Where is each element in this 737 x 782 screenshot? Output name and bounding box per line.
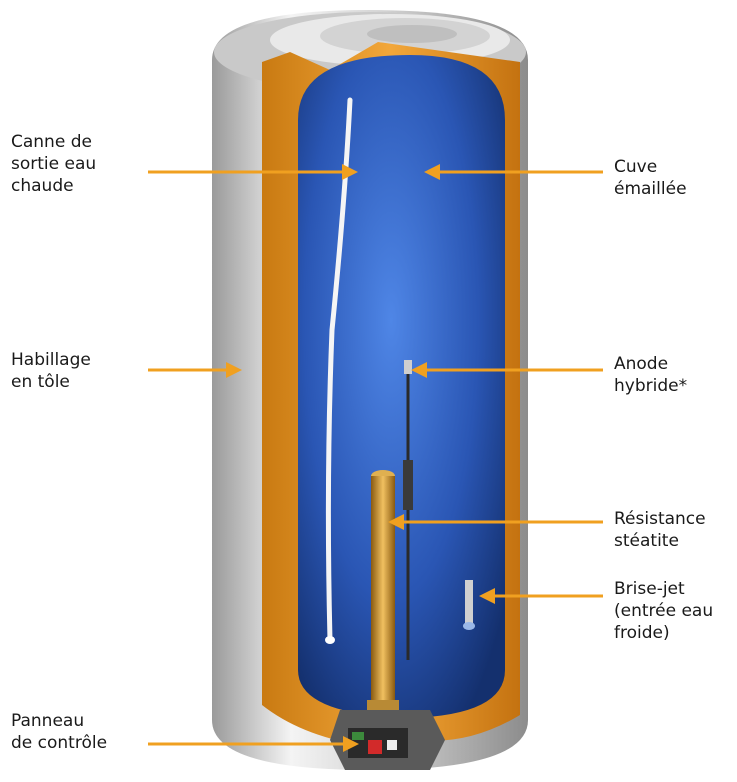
label-brise-line2: (entrée eau: [614, 601, 714, 621]
cold-water-inlet: [463, 580, 475, 630]
label-resistance: Résistance stéatite: [614, 508, 706, 552]
arrowhead-panneau: [343, 736, 359, 752]
label-habillage-line1: Habillage: [11, 350, 91, 370]
label-brise-line1: Brise-jet: [614, 579, 685, 599]
leader-lines: [148, 164, 603, 752]
arrowhead-habillage: [226, 362, 242, 378]
label-habillage: Habillage en tôle: [11, 349, 91, 393]
label-cuve: Cuve émaillée: [614, 156, 687, 200]
label-canne-line3: chaude: [11, 176, 74, 196]
enamelled-tank: [298, 55, 505, 718]
label-resistance-line2: stéatite: [614, 531, 679, 551]
label-brise-line3: froide): [614, 623, 670, 643]
label-cuve-line1: Cuve: [614, 157, 658, 177]
label-canne-line1: Canne de: [11, 132, 92, 152]
label-anode: Anode hybride*: [614, 353, 687, 397]
label-anode-line2: hybride*: [614, 376, 688, 396]
label-panneau-line1: Panneau: [11, 711, 85, 731]
label-panneau: Panneau de contrôle: [11, 710, 107, 754]
arrowhead-brise: [479, 588, 495, 604]
steatite-element: [367, 470, 399, 712]
label-anode-line1: Anode: [614, 354, 669, 374]
label-cuve-line2: émaillée: [614, 179, 687, 199]
label-panneau-line2: de contrôle: [11, 733, 108, 753]
label-canne: Canne de sortie eau chaude: [11, 131, 96, 197]
arrowhead-canne: [342, 164, 358, 180]
arrowhead-cuve: [424, 164, 440, 180]
label-brise: Brise-jet (entrée eau froide): [614, 578, 713, 644]
hybrid-anode: [403, 360, 413, 660]
arrowhead-anode: [411, 362, 427, 378]
arrowhead-resistance: [388, 514, 404, 530]
control-panel: [330, 710, 445, 770]
label-resistance-line1: Résistance: [614, 509, 706, 529]
label-canne-line2: sortie eau: [11, 154, 97, 174]
label-habillage-line2: en tôle: [11, 372, 70, 392]
